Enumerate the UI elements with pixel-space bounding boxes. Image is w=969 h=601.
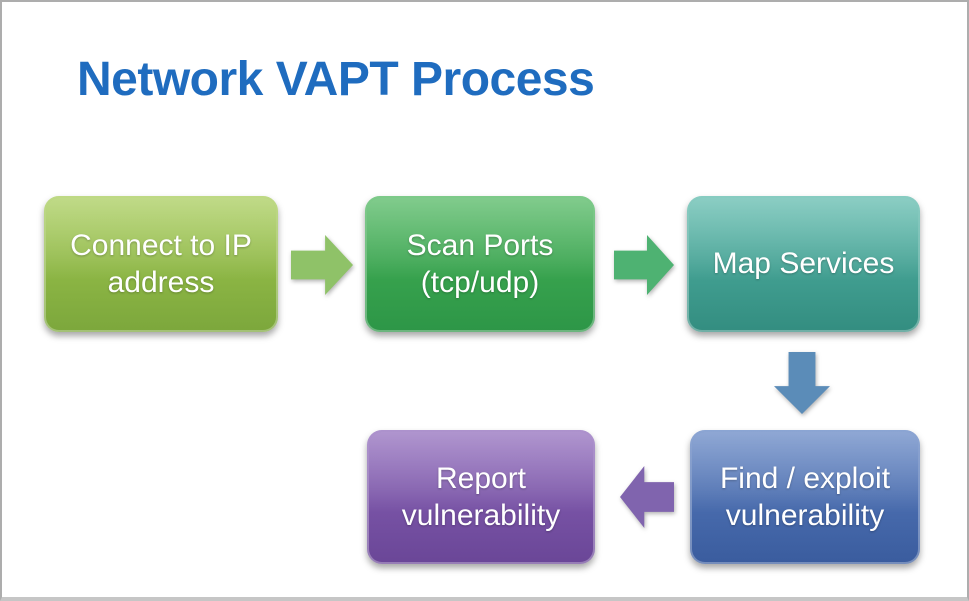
step-label-map-services: Map Services	[712, 247, 895, 281]
step-label-scan-ports: Scan Ports (tcp/udp)	[406, 228, 554, 300]
step-label-report-vulnerability: Report vulnerability	[401, 461, 561, 533]
step-box-connect-to-ip: Connect to IP address	[44, 196, 278, 332]
arrow-left-icon	[620, 466, 674, 528]
step-label-find-exploit-vulnerability: Find / exploit vulnerability	[719, 461, 891, 533]
flow-arrow-right-1	[291, 235, 353, 295]
flow-arrow-right-2	[614, 235, 674, 295]
flow-arrow-down	[774, 352, 830, 414]
step-box-map-services: Map Services	[687, 196, 920, 332]
page-title: Network VAPT Process	[77, 53, 595, 107]
flow-arrow-left	[620, 466, 674, 528]
step-label-connect-to-ip: Connect to IP address	[70, 228, 252, 300]
step-box-scan-ports: Scan Ports (tcp/udp)	[365, 196, 595, 332]
arrow-right-icon	[614, 235, 674, 295]
arrow-down-icon	[774, 352, 830, 414]
step-box-find-exploit-vulnerability: Find / exploit vulnerability	[690, 430, 920, 564]
arrow-right-icon	[291, 235, 353, 295]
step-box-report-vulnerability: Report vulnerability	[367, 430, 595, 564]
